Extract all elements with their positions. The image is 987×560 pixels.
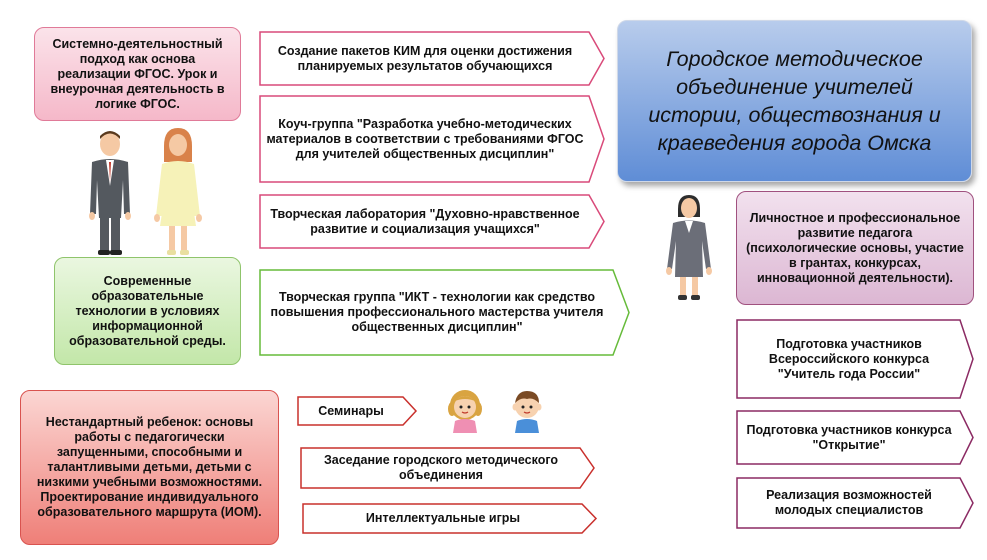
young-specialists-arrow-shape [736,477,974,529]
seminars-arrow: Семинары [297,396,418,426]
ikt-arrow-shape [259,269,630,356]
businesswoman-icon [661,193,717,301]
meeting-arrow: Заседание городского методического объед… [300,447,595,489]
woman-icon [150,126,206,256]
kim-arrow: Создание пакетов КИМ для оценки достижен… [259,31,605,86]
otkrytie-arrow: Подготовка участников конкурса "Открытие… [736,410,974,465]
tech-text: Современные образовательные технологии в… [69,273,226,348]
coach-arrow: Коуч-группа "Разработка учебно-методичес… [259,95,605,183]
seminars-arrow-shape [297,396,418,426]
teacher-year-arrow-shape [736,319,974,399]
lab-arrow-shape [259,194,605,249]
teacher-year-arrow: Подготовка участников Всероссийского кон… [736,319,974,399]
child-box: Нестандартный ребенок: основы работы с п… [20,390,279,545]
coach-text: Коуч-группа "Разработка учебно-методичес… [266,116,584,161]
otkrytie-text: Подготовка участников конкурса "Открытие… [746,422,952,452]
personal-development-box: Личностное и профессиональное развитие п… [736,191,974,305]
lab-text: Творческая лаборатория "Духовно-нравстве… [270,206,580,236]
otkrytie-arrow-shape [736,410,974,465]
title-box: Городское методическое объединение учите… [617,20,972,182]
personal-development-text: Личностное и профессиональное развитие п… [746,210,964,285]
young-specialists-arrow: Реализация возможностей молодых специали… [736,477,974,529]
child-text: Нестандартный ребенок: основы работы с п… [36,415,263,519]
man-icon [84,126,136,256]
meeting-arrow-shape [300,447,595,489]
title-text: Городское методическое объединение учите… [648,47,941,155]
girl-child-icon [447,387,483,433]
coach-arrow-shape [259,95,605,183]
young-specialists-text: Реализация возможностей молодых специали… [766,488,932,517]
kim-arrow-shape [259,31,605,86]
meeting-text: Заседание городского методического объед… [323,453,559,482]
games-text: Интеллектуальные игры [365,511,521,525]
games-arrow: Интеллектуальные игры [302,503,598,534]
tech-box: Современные образовательные технологии в… [54,257,241,365]
boy-child-icon [509,387,545,433]
teacher-year-text: Подготовка участников Всероссийского кон… [768,336,930,381]
fgos-text: Системно-деятельностный подход как основ… [50,36,225,111]
ikt-arrow: Творческая группа "ИКТ - технологии как … [259,269,630,356]
fgos-box: Системно-деятельностный подход как основ… [34,27,241,121]
games-arrow-shape [302,503,598,534]
lab-arrow: Творческая лаборатория "Духовно-нравстве… [259,194,605,249]
kim-text: Создание пакетов КИМ для оценки достижен… [277,43,573,73]
seminars-text: Семинары [318,403,384,418]
ikt-text: Творческая группа "ИКТ - технологии как … [270,290,604,334]
